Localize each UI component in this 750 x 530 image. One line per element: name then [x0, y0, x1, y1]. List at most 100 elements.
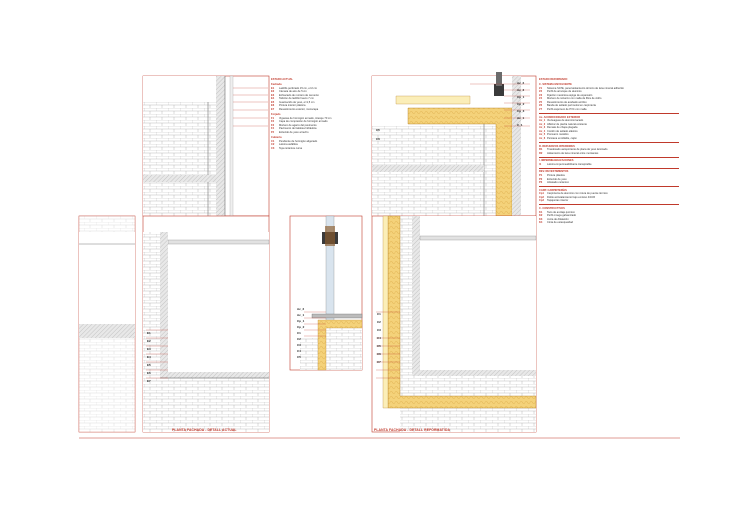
tags-right-side: C1 C2 C3 C4 C5 C6 C7	[377, 310, 381, 366]
tag: C6	[377, 352, 381, 356]
detail-reformed-plan	[371, 215, 537, 433]
legend-section-head: C. SISTEMA ENVOLVENTE	[539, 83, 572, 87]
legend-section-head: REV. REVESTIMIENTOS	[539, 170, 569, 174]
legend-section-head: C. CONSTRUCTIVOS	[539, 207, 565, 211]
tag: C3	[377, 328, 381, 332]
tag: C5	[297, 355, 301, 359]
tag: Ac_1	[297, 313, 305, 317]
tag: C5	[376, 128, 380, 132]
legend-section-head: Cubierta	[271, 135, 282, 139]
legend-section-head: I. IMPERMEABILIZACIONES	[539, 159, 574, 163]
tag: C7	[377, 360, 381, 364]
tags-right-top-side: C5 C6	[376, 126, 380, 144]
legend-divider	[539, 186, 679, 188]
tag: C1	[297, 331, 301, 335]
legend-section-head: R. REFUERZOS INTERIORES	[539, 144, 575, 148]
legend-title: ESTADO REFORMADO	[539, 78, 568, 81]
tags-mid-detail: Ac_2 Ac_1 Cp_1 Cp_2 C1 C2 C3 C4 C5	[297, 306, 304, 360]
legend-divider	[539, 156, 679, 158]
legend-section-head: Forjado	[271, 113, 281, 117]
tag: Cp_3	[517, 109, 525, 113]
tag: E6	[147, 371, 151, 375]
tag: E4	[147, 355, 151, 359]
tag: C_1	[517, 123, 523, 127]
tag: C4	[377, 336, 381, 340]
tag: Ac_1	[517, 116, 525, 120]
legend-section-head: CARP. CARPINTERÍAS	[539, 188, 567, 192]
tag: E7	[147, 379, 151, 383]
tag: Cp_2	[297, 325, 305, 329]
tag: Cp_1	[517, 95, 525, 99]
tag: C2	[297, 337, 301, 341]
tag: C6	[376, 137, 380, 141]
tag: Cp_2	[517, 102, 525, 106]
detail-left-strip	[78, 215, 136, 433]
tag: Cp_1	[297, 319, 305, 323]
tag: E1	[147, 331, 151, 335]
tag: E2	[147, 339, 151, 343]
legend-reformed: ESTADO REFORMADO C. SISTEMA ENVOLVENTE Z…	[539, 78, 681, 225]
tag: E3	[147, 347, 151, 351]
tag: C3	[297, 343, 301, 347]
detail-window-sill	[289, 215, 363, 371]
detail-current-top	[142, 75, 270, 217]
detail-current-plan	[142, 215, 270, 433]
tag: E5	[147, 363, 151, 367]
caption-current: PLANTA FACHADA - DETALL ACTUAL	[172, 428, 237, 432]
detail-reformed-top	[371, 72, 537, 217]
tag: Ac_3	[517, 88, 525, 92]
legend-divider	[539, 204, 679, 206]
tag: C5	[377, 344, 381, 348]
tag: C2	[377, 320, 381, 324]
legend-divider	[539, 167, 679, 169]
tag: Ac_2	[517, 81, 525, 85]
legend-divider	[539, 113, 679, 115]
legend-divider	[539, 141, 679, 143]
legend-title: ESTADO ACTUAL	[271, 78, 293, 81]
tag: C4	[297, 349, 301, 353]
legend-section-head: Fachada	[271, 83, 282, 87]
